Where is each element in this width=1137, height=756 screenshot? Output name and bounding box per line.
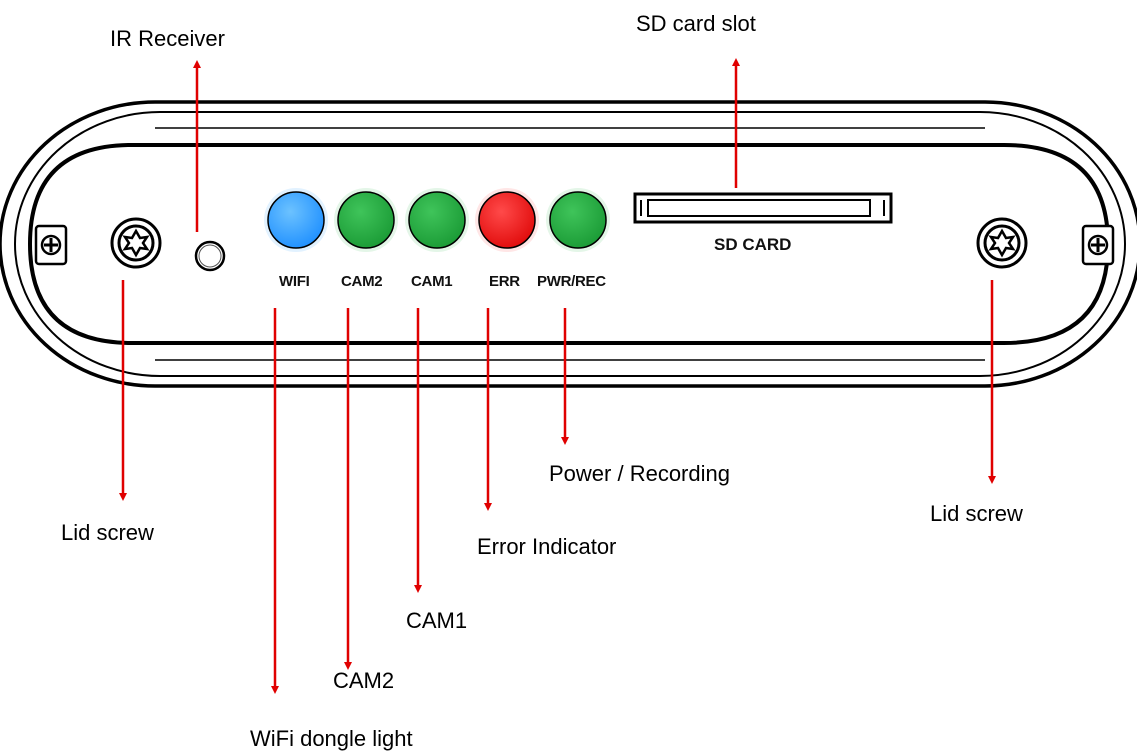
callout-lid-screw-left: Lid screw xyxy=(61,520,154,545)
led-label-cam2: CAM2 xyxy=(341,273,383,290)
led-wifi-icon xyxy=(267,191,325,249)
led-label-wifi: WIFI xyxy=(279,273,310,290)
edge-screw-left xyxy=(34,224,68,266)
ir-receiver-inner xyxy=(198,244,222,268)
sd-card-label: SD CARD xyxy=(714,235,792,254)
led-err-icon xyxy=(478,191,536,249)
callout-cam2: CAM2 xyxy=(333,668,395,693)
callout-ir-receiver: IR Receiver xyxy=(110,26,225,51)
callout-sd-card-slot: SD card slot xyxy=(636,11,756,36)
edge-screw-right xyxy=(1081,224,1115,266)
callout-arrows xyxy=(118,57,997,695)
led-label-err: ERR xyxy=(489,273,520,290)
led-label-pwr-rec: PWR/REC xyxy=(537,273,606,290)
led-group xyxy=(264,188,610,252)
callout-cam1: CAM1 xyxy=(406,608,468,633)
ir-receiver-icon xyxy=(194,240,226,272)
sd-card-slot-icon xyxy=(633,192,893,224)
callout-lid-screw-right: Lid screw xyxy=(930,501,1023,526)
housing-inner-outline xyxy=(14,111,1126,377)
callout-error-indicator: Error Indicator xyxy=(477,534,617,559)
lid-screw-left-icon xyxy=(110,217,162,269)
led-pwr-icon xyxy=(549,191,607,249)
led-cam2-icon xyxy=(337,191,395,249)
lid-screw-right-icon xyxy=(976,217,1028,269)
callout-wifi-dongle-light: WiFi dongle light xyxy=(250,726,413,751)
led-cam1-icon xyxy=(408,191,466,249)
led-label-cam1: CAM1 xyxy=(411,273,453,290)
callout-power-recording: Power / Recording xyxy=(549,461,730,486)
